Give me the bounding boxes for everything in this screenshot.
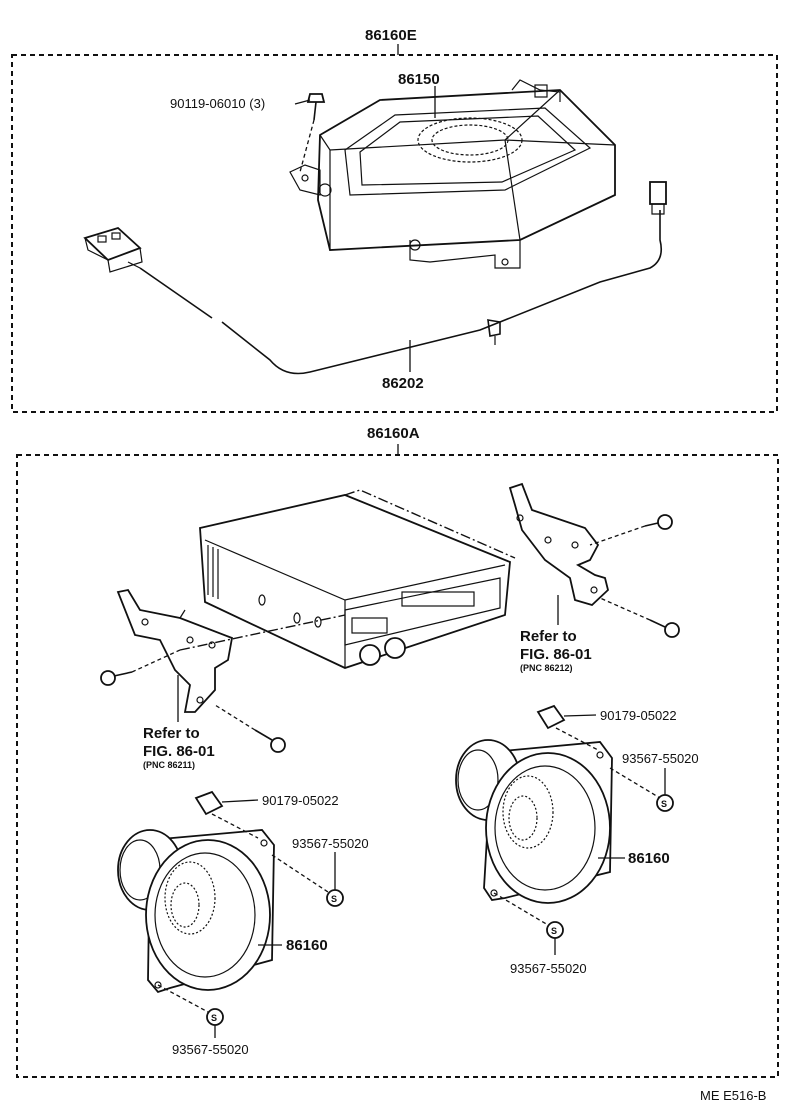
left-speaker-clip [194,790,259,839]
right-speaker-screw-a-label: 93567-55020 [622,751,699,766]
left-bracket [116,588,234,713]
upper-assembly-group: 86160E 90119-0601 [11,27,778,413]
left-bracket-ref-2: FIG. 86-01 [143,743,215,760]
radio-head-unit [199,494,511,669]
left-speaker-label: 86160 [286,937,328,954]
left-speaker-screw-a-symbol: S [331,894,337,904]
screw-90119-label: 90119-06010 (3) [170,96,265,111]
left-speaker-screw-b-label: 93567-55020 [172,1042,249,1057]
wire-harness [139,210,663,375]
right-bracket-ref-3: (PNC 86212) [520,663,573,673]
right-bracket-screw [599,597,680,638]
right-speaker-screw-b-label: 93567-55020 [510,961,587,976]
right-speaker-screw-a-symbol: S [661,799,667,809]
left-speaker [117,829,275,994]
amplifier-label: 86150 [398,71,440,88]
right-speaker-clip-label: 90179-05022 [600,708,677,723]
left-bracket-ref-3: (PNC 86211) [143,760,195,770]
amplifier-unit [289,79,616,269]
left-speaker-clip-label: 90179-05022 [262,793,339,808]
left-speaker-screw-b-symbol: S [211,1013,217,1023]
right-speaker-screw-b-symbol: S [551,926,557,936]
right-speaker-screw-a: S [609,767,674,812]
left-speaker-screw-a: S [271,852,344,907]
right-bracket-ref-2: FIG. 86-01 [520,646,592,663]
right-connector [649,181,667,215]
lower-assembly-group: 86160A [16,425,779,1078]
upper-assembly-frame [11,54,778,413]
right-bracket-bolt [589,514,673,546]
upper-assembly-number: 86160E [365,27,417,44]
right-speaker-screw-b: S [493,892,564,955]
left-bracket-screw [214,704,286,753]
right-bracket-ref-1: Refer to [520,628,577,645]
right-speaker-clip [536,704,599,751]
right-bracket [508,482,610,607]
left-bracket-bolt [100,614,346,686]
right-speaker [455,739,613,904]
left-connector [83,226,143,273]
right-speaker-label: 86160 [628,850,670,867]
wire-label: 86202 [382,375,424,392]
drawing-code: ME E516-B [700,1088,766,1103]
left-speaker-screw-b: S [157,984,224,1038]
screw-90119 [294,93,326,173]
left-speaker-screw-a-label: 93567-55020 [292,836,369,851]
lower-assembly-number: 86160A [367,425,420,442]
left-bracket-ref-1: Refer to [143,725,200,742]
